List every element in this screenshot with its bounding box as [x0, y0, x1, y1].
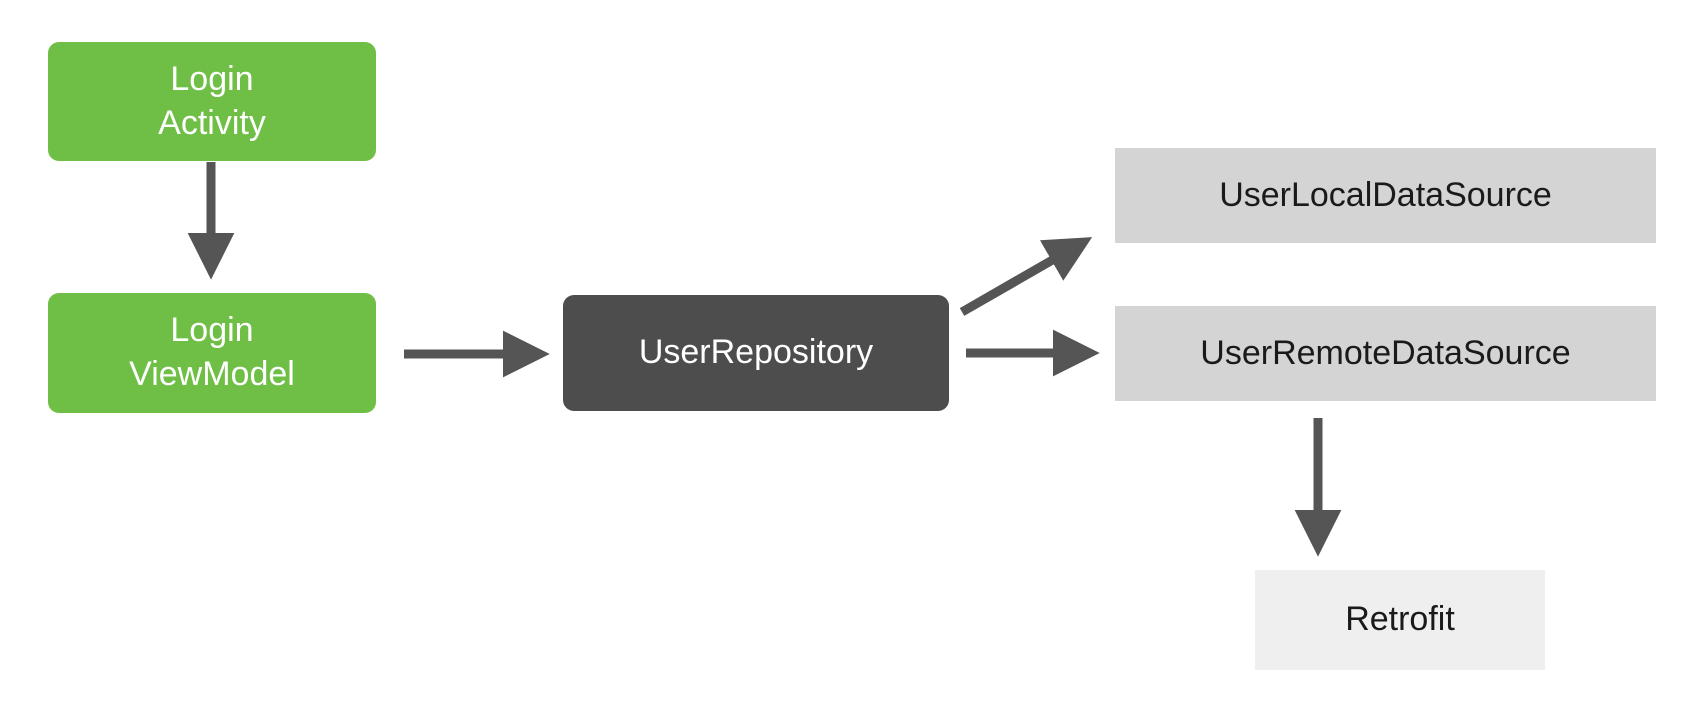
node-retrofit[interactable]: Retrofit: [1255, 570, 1545, 670]
node-user-repository[interactable]: UserRepository: [563, 295, 949, 411]
edge-repository-to-local: [959, 237, 1093, 316]
node-login-activity[interactable]: Login Activity: [48, 42, 376, 161]
node-user-remote-data-source[interactable]: UserRemoteDataSource: [1115, 306, 1656, 401]
node-login-viewmodel[interactable]: Login ViewModel: [48, 293, 376, 413]
node-user-local-data-source[interactable]: UserLocalDataSource: [1115, 148, 1656, 243]
